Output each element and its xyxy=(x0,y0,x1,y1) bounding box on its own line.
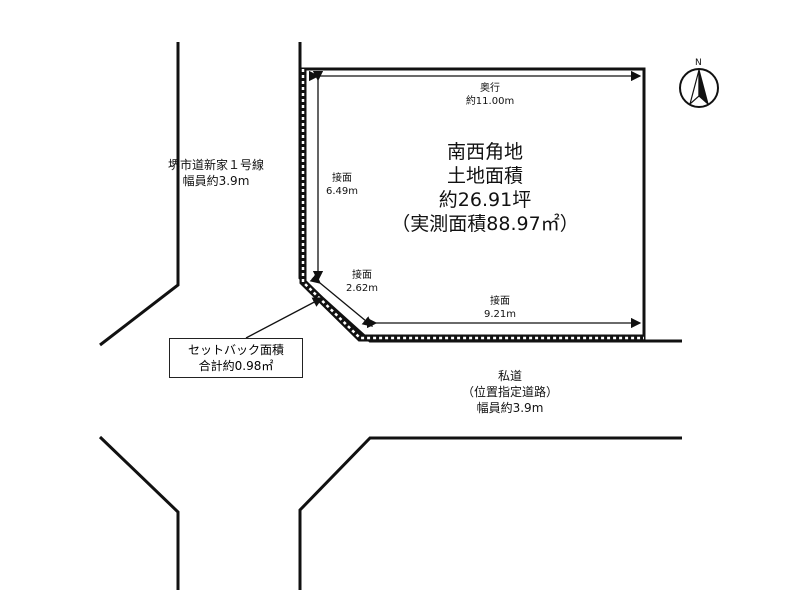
frontage-west-caption: 接面 xyxy=(332,173,352,184)
road-bottom-name: 私道 xyxy=(497,369,522,383)
frontage-south-caption: 接面 xyxy=(490,296,510,307)
north-arrow-icon xyxy=(679,68,719,108)
dimension-lines xyxy=(245,70,642,339)
setback-callout-pointer xyxy=(245,297,324,339)
setback-callout: セットバック面積 合計約0.98㎡ xyxy=(169,338,303,378)
road-left-west-edge-upper xyxy=(99,42,180,347)
setback-callout-line2: 合計約0.98㎡ xyxy=(198,359,274,373)
frontage-south-label: 接面 9.21m xyxy=(472,295,528,321)
frontage-west-value: 6.49m xyxy=(325,186,358,197)
lot-title: 南西角地 xyxy=(446,141,523,163)
frontage-west-label: 接面 6.49m xyxy=(318,172,366,198)
depth-label: 奥行 約11.00m xyxy=(440,82,540,108)
lot-area-measured: （実測面積88.97㎡） xyxy=(391,213,579,235)
road-bottom-label: 私道 （位置指定道路） 幅員約3.9m xyxy=(440,368,580,416)
north-label: N xyxy=(695,58,702,68)
road-left-east-edge-lower xyxy=(298,436,682,590)
lot-area-label: 土地面積 xyxy=(446,165,523,187)
road-left-width: 幅員約3.9m xyxy=(182,174,250,188)
setback-callout-line1: セットバック面積 xyxy=(187,343,284,357)
lot-summary: 南西角地 土地面積 約26.91坪 （実測面積88.97㎡） xyxy=(360,140,610,236)
road-bottom-width: 幅員約3.9m xyxy=(476,401,544,415)
depth-caption: 奥行 xyxy=(480,83,500,94)
road-bottom-type: （位置指定道路） xyxy=(461,385,558,399)
frontage-corner-caption: 接面 xyxy=(352,270,372,281)
road-left-label: 堺市道新家１号線 幅員約3.9m xyxy=(168,157,264,189)
road-edges xyxy=(98,42,682,590)
frontage-corner-value: 2.62m xyxy=(345,283,378,294)
road-left-name: 堺市道新家１号線 xyxy=(168,158,265,172)
lot-back-edges xyxy=(300,67,646,341)
road-left-west-edge-lower xyxy=(98,435,180,590)
frontage-south-value: 9.21m xyxy=(483,309,516,320)
frontage-corner-label: 接面 2.62m xyxy=(336,269,388,295)
lot-area-tsubo: 約26.91坪 xyxy=(438,189,532,211)
depth-value: 約11.00m xyxy=(465,96,515,107)
frontage-corner-dimension-line xyxy=(309,273,374,327)
